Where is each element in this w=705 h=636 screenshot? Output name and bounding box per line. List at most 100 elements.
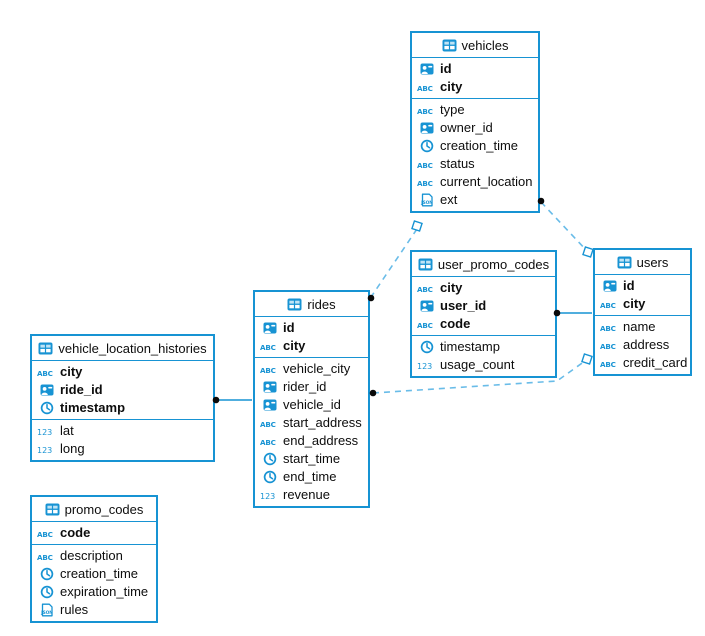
number-icon: 123: [37, 426, 56, 437]
column-name: ride_id: [60, 382, 103, 397]
column-name: end_address: [283, 433, 359, 448]
string-icon: ABC: [417, 283, 436, 294]
column-name: end_time: [283, 469, 337, 484]
svg-text:JSON: JSON: [40, 610, 53, 615]
table-header-rides[interactable]: rides: [255, 292, 368, 317]
columns-section: timestamp 123 usage_count: [412, 335, 555, 376]
svg-text:ABC: ABC: [260, 420, 276, 429]
column-name: credit_card: [623, 355, 688, 370]
table-header-user_promo_codes[interactable]: user_promo_codes: [412, 252, 555, 277]
column-timestamp: timestamp: [412, 338, 555, 356]
svg-text:ABC: ABC: [417, 285, 433, 294]
column-creation_time: creation_time: [32, 565, 156, 583]
id-icon: [260, 399, 279, 411]
column-name: start_time: [283, 451, 341, 466]
number-icon: 123: [417, 360, 436, 371]
column-name: long: [60, 441, 85, 456]
column-vehicle_id: vehicle_id: [255, 396, 368, 414]
table-header-vehicles[interactable]: vehicles: [412, 33, 538, 58]
svg-text:ABC: ABC: [37, 369, 53, 378]
svg-text:ABC: ABC: [600, 360, 616, 369]
column-id: id: [255, 319, 368, 337]
string-icon: ABC: [600, 358, 619, 369]
id-icon: [260, 381, 279, 393]
column-rules: JSON rules: [32, 601, 156, 619]
string-icon: ABC: [37, 367, 56, 378]
table-icon: [442, 39, 457, 52]
svg-text:ABC: ABC: [417, 161, 433, 170]
svg-text:ABC: ABC: [417, 179, 433, 188]
column-creation_time: creation_time: [412, 137, 538, 155]
id-icon: [417, 300, 436, 312]
time-icon: [260, 470, 279, 484]
column-current_location: ABC current_location: [412, 173, 538, 191]
column-name: timestamp: [60, 400, 126, 415]
relationship-endpoint-diamond: [581, 353, 593, 365]
table-title: promo_codes: [64, 501, 144, 517]
column-name: description: [60, 548, 123, 563]
time-icon: [417, 139, 436, 153]
svg-text:ABC: ABC: [260, 438, 276, 447]
column-credit_card: ABC credit_card: [595, 354, 690, 372]
string-icon: ABC: [37, 551, 56, 562]
svg-text:ABC: ABC: [37, 553, 53, 562]
column-name: name: [623, 319, 656, 334]
column-name: current_location: [440, 174, 533, 189]
column-timestamp: timestamp: [32, 399, 213, 417]
table-header-users[interactable]: users: [595, 250, 690, 275]
table-title: vehicle_location_histories: [58, 340, 207, 356]
column-name: lat: [60, 423, 74, 438]
relationship-rides-to-vehicles[interactable]: [370, 228, 418, 298]
svg-text:ABC: ABC: [417, 321, 433, 330]
column-usage_count: 123 usage_count: [412, 356, 555, 374]
svg-text:ABC: ABC: [600, 301, 616, 310]
string-icon: ABC: [417, 177, 436, 188]
column-code: ABC code: [412, 315, 555, 333]
svg-text:123: 123: [37, 428, 52, 437]
svg-text:ABC: ABC: [260, 343, 276, 352]
column-name: ext: [440, 192, 458, 207]
column-name: creation_time: [440, 138, 519, 153]
svg-text:ABC: ABC: [417, 84, 433, 93]
table-header-promo_codes[interactable]: promo_codes: [32, 497, 156, 522]
column-name: creation_time: [60, 566, 139, 581]
table-icon: [287, 298, 302, 311]
string-icon: ABC: [600, 322, 619, 333]
string-icon: ABC: [417, 82, 436, 93]
column-name: code: [440, 316, 471, 331]
column-name: city: [623, 296, 646, 311]
number-icon: 123: [37, 444, 56, 455]
column-name: rules: [60, 602, 89, 617]
table-title: vehicles: [461, 37, 509, 53]
svg-text:123: 123: [417, 362, 432, 371]
relationship-vehicles-to-users[interactable]: [540, 201, 588, 252]
column-lat: 123 lat: [32, 422, 213, 440]
time-icon: [417, 340, 436, 354]
column-name: usage_count: [440, 357, 515, 372]
column-name: timestamp: [440, 339, 500, 354]
table-header-vehicle_location_histories[interactable]: vehicle_location_histories: [32, 336, 213, 361]
column-user_id: user_id: [412, 297, 555, 315]
column-expiration_time: expiration_time: [32, 583, 156, 601]
columns-section: 123 lat 123 long: [32, 419, 213, 460]
string-icon: ABC: [600, 340, 619, 351]
column-name: expiration_time: [60, 584, 149, 599]
column-name: address: [623, 337, 670, 352]
string-icon: ABC: [37, 528, 56, 539]
column-owner_id: owner_id: [412, 119, 538, 137]
table-icon: [617, 256, 632, 269]
svg-text:123: 123: [260, 492, 275, 501]
